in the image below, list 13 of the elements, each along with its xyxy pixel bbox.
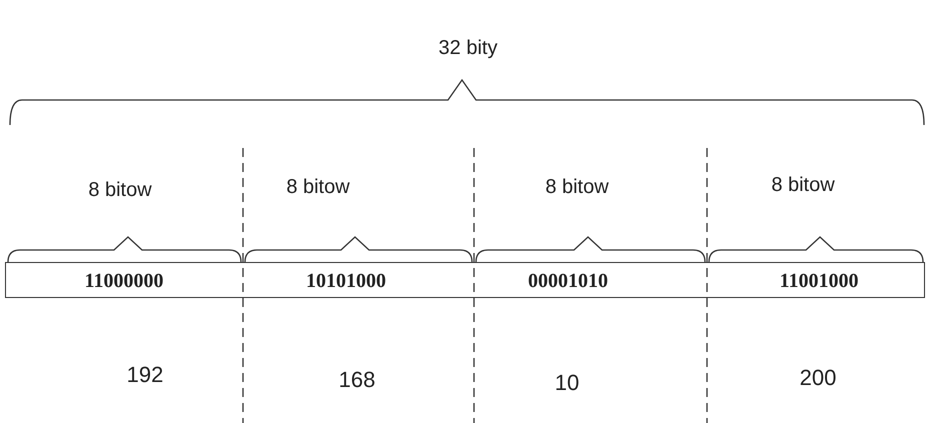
binary-value: 00001010: [528, 269, 608, 293]
byte-size-label: 8 bitow: [286, 177, 350, 197]
decimal-value: 200: [800, 367, 836, 389]
binary-value: 11000000: [84, 269, 164, 293]
decimal-value: 192: [126, 364, 164, 386]
binary-value: 10101000: [306, 269, 386, 293]
byte-size-label: 8 bitow: [88, 180, 152, 200]
byte-size-label: 8 bitow: [545, 177, 609, 197]
decimal-value: 10: [554, 372, 580, 394]
total-size-label: 32 bity: [438, 38, 498, 58]
decimal-value: 168: [338, 369, 376, 391]
binary-value: 11001000: [780, 269, 858, 293]
byte-size-label: 8 bitow: [771, 175, 835, 195]
